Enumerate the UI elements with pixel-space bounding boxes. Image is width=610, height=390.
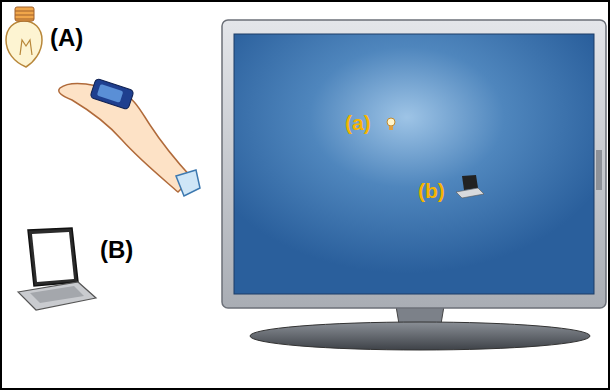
hand-with-phone: [59, 78, 200, 196]
screen-label: (a): [345, 112, 371, 133]
bulb-icon: [387, 118, 395, 130]
light-bulb: [6, 7, 42, 67]
tv-monitor: [222, 20, 606, 350]
laptop: [18, 228, 96, 310]
screen-label: (b): [418, 180, 445, 201]
device-label: (A): [50, 26, 83, 50]
laptop-icon: [456, 175, 484, 198]
device-label: (B): [100, 238, 133, 262]
